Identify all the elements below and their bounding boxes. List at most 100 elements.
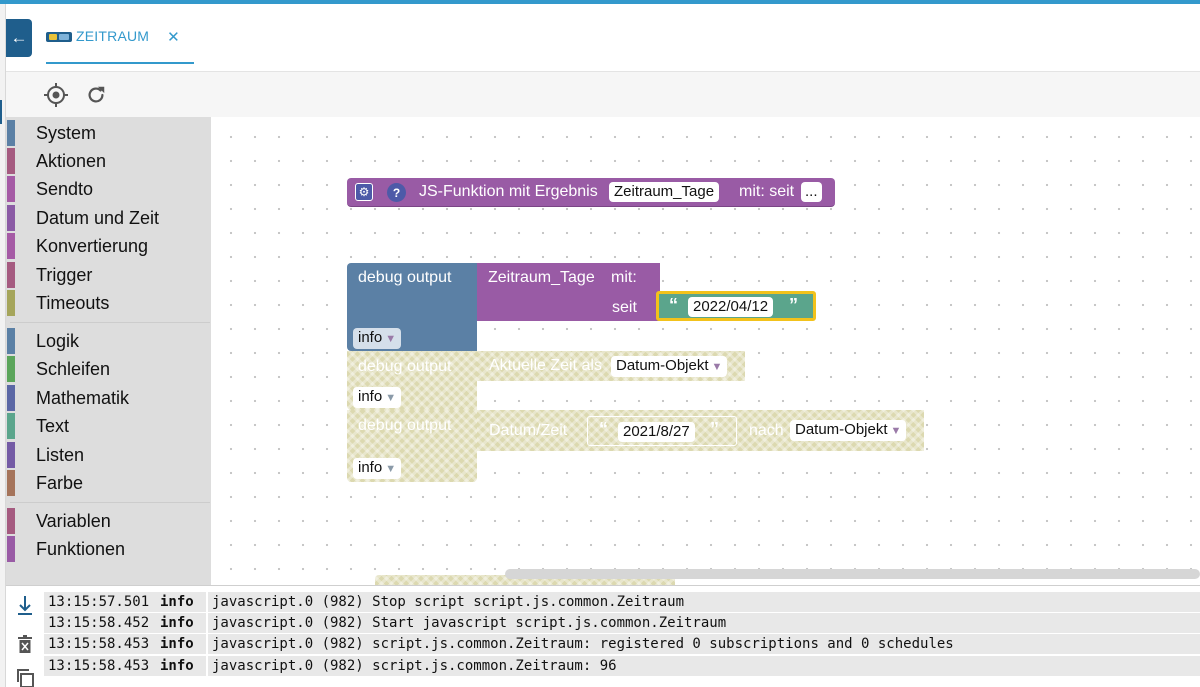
log-timestamp: 13:15:58.453	[48, 658, 150, 674]
category-color-swatch	[7, 442, 15, 468]
back-button[interactable]: ←	[6, 19, 32, 57]
toolbox-category-farbe[interactable]: Farbe	[6, 469, 211, 497]
log-severity-cell	[156, 656, 206, 676]
partial-block[interactable]	[375, 575, 675, 585]
chevron-down-icon: ▼	[890, 425, 902, 437]
close-quote-icon: ”	[789, 295, 798, 315]
debug-output-block-2[interactable]: debug output info▼	[347, 351, 477, 410]
date-text-literal-block[interactable]: “ 2021/8/27 ”	[587, 416, 737, 446]
refresh-icon	[88, 86, 105, 103]
blockly-script-icon	[46, 32, 72, 42]
category-label: Mathematik	[36, 387, 130, 408]
tab-zeitraum[interactable]: ZEITRAUM ✕	[46, 22, 194, 64]
category-color-swatch	[7, 233, 15, 259]
help-icon[interactable]: ?	[387, 183, 406, 202]
top-accent-bar	[0, 0, 1200, 4]
to-label: nach	[749, 422, 784, 439]
debug-level-value: info	[358, 459, 383, 476]
toolbox-category-mathematik[interactable]: Mathematik	[6, 384, 211, 412]
category-color-swatch	[7, 470, 15, 496]
datetime-convert-block[interactable]: Datum/Zeit “ 2021/8/27 ” nach Datum-Obje…	[477, 410, 924, 451]
debug-level-dropdown[interactable]: info▼	[353, 387, 402, 408]
toolbox-category-logik[interactable]: Logik	[6, 327, 211, 355]
debug-level-dropdown[interactable]: info▼	[353, 328, 402, 349]
toolbox-category-konvertierung[interactable]: Konvertierung	[6, 232, 211, 260]
refresh-button[interactable]	[82, 82, 110, 108]
function-definition-block[interactable]: ⚙ ? JS-Funktion mit Ergebnis Zeitraum_Ta…	[347, 178, 835, 207]
scroll-to-bottom-button[interactable]	[12, 594, 38, 618]
current-time-block[interactable]: Aktuelle Zeit als Datum-Objekt▼	[477, 351, 745, 381]
tab-strip: ← ZEITRAUM ✕	[6, 4, 1200, 72]
toolbox-category-sendto[interactable]: Sendto	[6, 175, 211, 203]
function-call-block[interactable]: Zeitraum_Tage mit: seit	[477, 263, 660, 321]
category-color-swatch	[7, 328, 15, 354]
workspace-scrollbar[interactable]	[505, 569, 1200, 579]
clear-log-button[interactable]	[12, 632, 38, 656]
text-value-field[interactable]: 2022/04/12	[688, 297, 774, 317]
toolbox-category-system[interactable]: System	[6, 119, 211, 147]
function-call-name: Zeitraum_Tage	[488, 269, 595, 286]
category-color-swatch	[7, 262, 15, 288]
toolbox-category-aktionen[interactable]: Aktionen	[6, 147, 211, 175]
log-message: javascript.0 (982) script.js.common.Zeit…	[208, 656, 1200, 676]
trash-icon	[18, 635, 32, 653]
log-actions	[6, 586, 44, 687]
date-text-field[interactable]: 2021/8/27	[618, 422, 695, 442]
toolbox-category-schleifen[interactable]: Schleifen	[6, 355, 211, 383]
category-color-swatch	[7, 536, 15, 562]
debug-output-label: debug output	[358, 358, 452, 375]
category-label: System	[36, 122, 97, 143]
gear-icon[interactable]: ⚙	[355, 183, 373, 201]
arrow-down-bar-icon	[18, 596, 32, 615]
category-label: Konvertierung	[36, 235, 149, 256]
date-format-dropdown[interactable]: Datum-Objekt▼	[611, 356, 728, 377]
text-literal-block-selected[interactable]: “ 2022/04/12 ”	[656, 291, 816, 321]
open-quote-icon: “	[669, 295, 678, 315]
category-color-swatch	[7, 413, 15, 439]
log-timestamp: 13:15:58.452	[48, 615, 150, 631]
log-message: javascript.0 (982) Start javascript scri…	[208, 613, 1200, 633]
function-params-label: mit: seit	[739, 183, 795, 200]
category-color-swatch	[7, 356, 15, 382]
function-call-with-label: mit:	[611, 269, 637, 286]
log-severity: info	[160, 636, 194, 652]
function-name-field[interactable]: Zeitraum_Tage	[609, 182, 720, 202]
log-severity: info	[160, 658, 194, 674]
blockly-workspace[interactable]: ⚙ ? JS-Funktion mit Ergebnis Zeitraum_Ta…	[211, 117, 1200, 585]
toolbox-category-funktionen[interactable]: Funktionen	[6, 535, 211, 563]
toolbox-separator	[10, 502, 210, 503]
function-block-label: JS-Funktion mit Ergebnis	[419, 183, 598, 200]
category-label: Variablen	[36, 510, 111, 531]
toolbox-category-trigger[interactable]: Trigger	[6, 261, 211, 289]
function-param-label: seit	[612, 299, 637, 316]
toolbox-separator	[10, 322, 210, 323]
debug-output-block-3[interactable]: debug output info▼	[347, 410, 477, 482]
close-quote-icon: ”	[710, 419, 719, 439]
close-icon[interactable]: ✕	[167, 29, 180, 46]
chevron-down-icon: ▼	[385, 392, 397, 404]
debug-level-dropdown[interactable]: info▼	[353, 458, 402, 479]
target-format-dropdown[interactable]: Datum-Objekt▼	[790, 420, 907, 441]
log-severity-cell	[156, 634, 206, 654]
log-row: 13:15:58.453 info javascript.0 (982) scrip…	[44, 656, 1200, 676]
category-label: Schleifen	[36, 358, 111, 379]
function-more-field[interactable]: ...	[801, 182, 822, 202]
copy-log-button[interactable]	[12, 666, 38, 687]
toolbox-category-timeouts[interactable]: Timeouts	[6, 289, 211, 317]
toolbox-category-text[interactable]: Text	[6, 412, 211, 440]
category-label: Farbe	[36, 472, 84, 493]
debug-output-block-1[interactable]: debug output info▼	[347, 263, 477, 351]
category-color-swatch	[7, 148, 15, 174]
category-label: Logik	[36, 330, 80, 351]
log-severity-cell	[156, 592, 206, 612]
toolbox-category-listen[interactable]: Listen	[6, 441, 211, 469]
debug-level-value: info	[358, 388, 383, 405]
locate-button[interactable]	[42, 82, 70, 108]
toolbox-category-variablen[interactable]: Variablen	[6, 507, 211, 535]
toolbox-category-datum-und-zeit[interactable]: Datum und Zeit	[6, 204, 211, 232]
